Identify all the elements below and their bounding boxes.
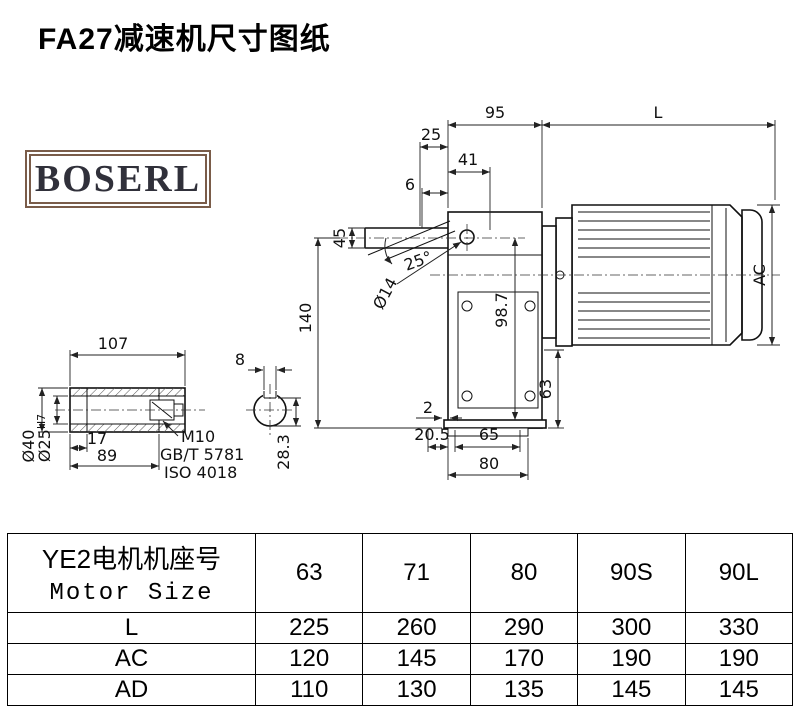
table-row-L: L 225 260 290 300 330: [7, 612, 794, 644]
boserl-logo: BOSERL: [25, 150, 211, 208]
base-lip: [447, 427, 529, 437]
row-label-AD: AD: [7, 674, 256, 706]
cell-AD-3: 145: [577, 674, 686, 706]
cell-AC-4: 190: [684, 643, 794, 675]
shaft-dim-107: 107: [98, 334, 129, 353]
fan-cover: [741, 209, 763, 341]
main-dimensions: 95 L 25 41 6 45 140 25° Ø14 98.7: [296, 103, 780, 480]
dim-65: 65: [479, 425, 499, 444]
dim-dia14: Ø14: [369, 274, 401, 312]
dim-AC: AC: [750, 264, 769, 286]
dim-20-5: 20.5: [414, 425, 450, 444]
cell-L-1: 260: [362, 612, 471, 644]
boserl-logo-text: BOSERL: [34, 158, 202, 200]
cell-L-4: 330: [684, 612, 794, 644]
frame-size-col-1: 71: [362, 533, 471, 613]
gearmotor-drawing: [338, 204, 780, 437]
dim-98-7: 98.7: [492, 292, 511, 328]
frame-size-col-3: 90S: [577, 533, 686, 613]
shaft-dim-dia25: Ø25H7: [35, 414, 54, 462]
cell-AC-1: 145: [362, 643, 471, 675]
bolt-spec-m10: M10: [181, 427, 215, 446]
adapter: [541, 225, 557, 339]
dim-63: 63: [536, 379, 555, 399]
shaft-dim-17: 17: [87, 429, 107, 448]
cell-AC-0: 120: [254, 643, 364, 675]
bolt-spec-iso: ISO 4018: [164, 463, 237, 482]
dim-6: 6: [405, 175, 415, 194]
cell-AD-4: 145: [684, 674, 794, 706]
dim-140: 140: [296, 303, 315, 334]
dim-25: 25: [421, 125, 441, 144]
table-header-row: YE2电机机座号 Motor Size 63 71 80 90S 90L: [7, 533, 794, 613]
cell-AC-3: 190: [577, 643, 686, 675]
motor-flange: [555, 217, 573, 347]
row-label-L: L: [7, 612, 256, 644]
dim-L: L: [654, 103, 663, 122]
frame-size-col-0: 63: [254, 533, 364, 613]
cell-L-3: 300: [577, 612, 686, 644]
cell-AD-2: 135: [469, 674, 579, 706]
dim-80: 80: [479, 454, 499, 473]
bolt-spec-gb: GB/T 5781: [160, 445, 244, 464]
dimension-drawing: 95 L 25 41 6 45 140 25° Ø14 98.7: [19, 103, 780, 482]
dim-2: 2: [423, 398, 433, 417]
dim-41: 41: [458, 150, 478, 169]
shaft-detail-drawing: 107 17 89 M10 GB/T 5781 ISO 4018 Ø40 Ø25…: [19, 334, 244, 482]
dim-95: 95: [485, 103, 505, 122]
keyway-dim-28-3: 28.3: [274, 434, 293, 470]
shaft-dim-89: 89: [97, 446, 117, 465]
keyway-dim-8: 8: [235, 350, 245, 369]
table-row-AD: AD 110 130 135 145 145: [7, 674, 794, 706]
frame-size-col-2: 80: [469, 533, 579, 613]
motor-size-table: YE2电机机座号 Motor Size 63 71 80 90S 90L L 2…: [7, 533, 794, 706]
cell-L-0: 225: [254, 612, 364, 644]
table-row-AC: AC 120 145 170 190 190: [7, 643, 794, 675]
cell-L-2: 290: [469, 612, 579, 644]
cell-AD-0: 110: [254, 674, 364, 706]
row-label-AC: AC: [7, 643, 256, 675]
motor-size-header: YE2电机机座号 Motor Size: [7, 533, 256, 613]
frame-size-col-4: 90L: [684, 533, 794, 613]
header-cn: YE2电机机座号: [41, 544, 222, 574]
header-en: Motor Size: [49, 580, 214, 607]
page-title: FA27减速机尺寸图纸: [38, 23, 331, 56]
cell-AC-2: 170: [469, 643, 579, 675]
cell-AD-1: 130: [362, 674, 471, 706]
shaft-dim-dia40: Ø40: [19, 430, 38, 463]
keyway-section: 8 28.3: [235, 350, 301, 470]
